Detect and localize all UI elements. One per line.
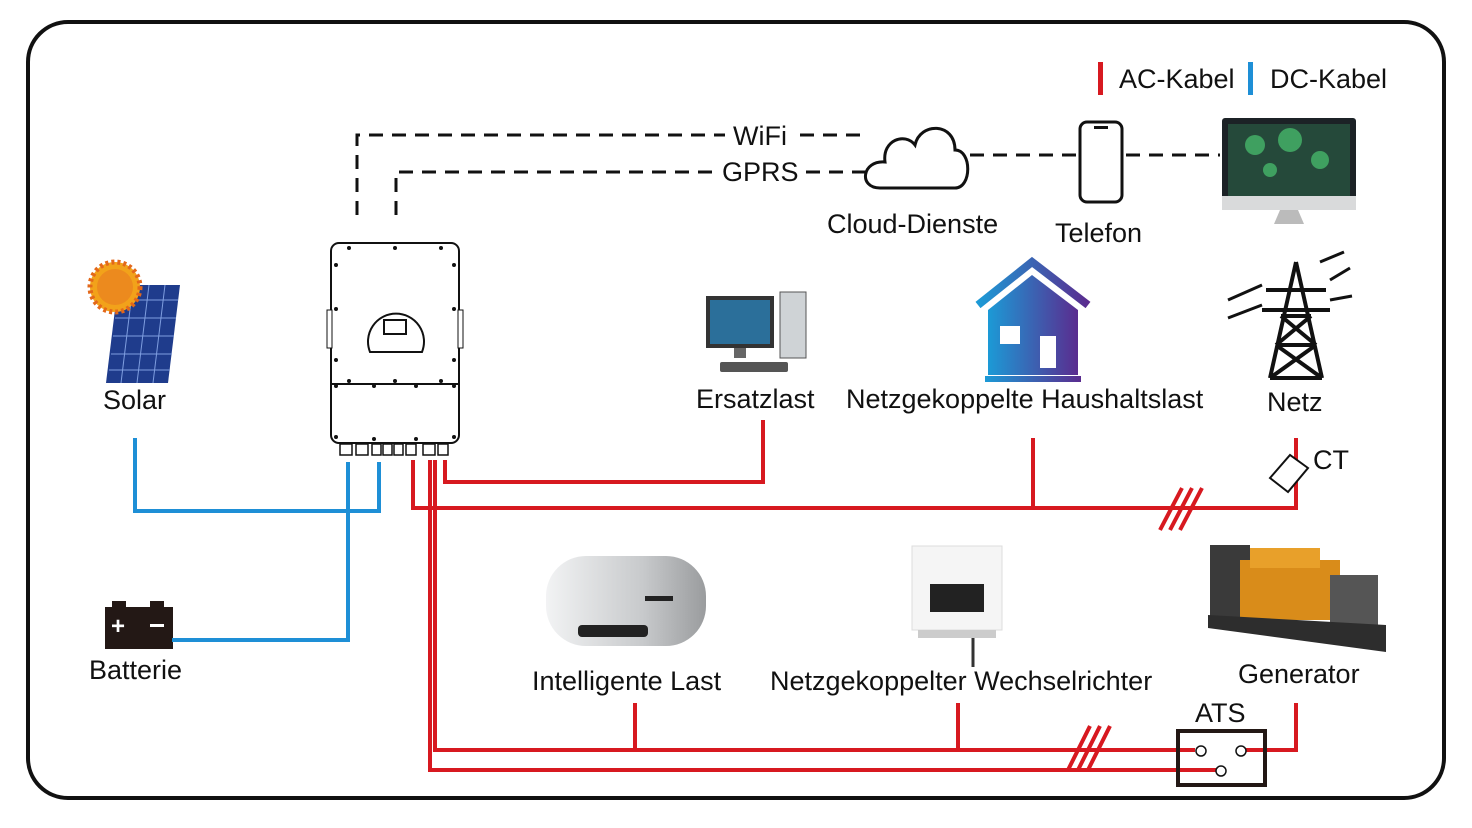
gprs-label: GPRS: [722, 157, 799, 187]
phone-label: Telefon: [1055, 218, 1142, 248]
solar-panel-icon: [87, 259, 180, 384]
ats-label: ATS: [1195, 698, 1246, 728]
ac-cables: [411, 420, 1298, 772]
cloud-icon: [863, 126, 970, 190]
wifi-label: WiFi: [733, 121, 787, 151]
ct-label: CT: [1313, 445, 1349, 475]
smart-load-label: Intelligente Last: [532, 666, 722, 696]
battery-icon: +: [105, 601, 173, 649]
cloud-label: Cloud-Dienste: [827, 209, 998, 239]
backup-load-label: Ersatzlast: [696, 384, 815, 414]
generator-icon: [1208, 545, 1386, 652]
solar-label: Solar: [103, 385, 166, 415]
monitor-icon: [1222, 118, 1356, 224]
svg-text:+: +: [111, 613, 125, 640]
ats-switch: [1176, 729, 1267, 787]
ac-legend-label: AC-Kabel: [1119, 64, 1235, 94]
generator-label: Generator: [1238, 659, 1360, 689]
home-load-label: Netzgekoppelte Haushaltslast: [846, 384, 1204, 414]
grid-inverter-label: Netzgekoppelter Wechselrichter: [770, 666, 1152, 696]
phone-icon: [1078, 120, 1124, 204]
comm-lines: [355, 133, 1220, 215]
water-heater-icon: [546, 556, 706, 646]
grid-inverter-icon: [911, 545, 1003, 667]
ct-sensor-icon: [1268, 453, 1310, 494]
grid-label: Netz: [1267, 387, 1323, 417]
dc-cables: [133, 438, 381, 642]
computer-icon: [706, 291, 807, 372]
battery-label: Batterie: [89, 655, 182, 685]
house-icon: [975, 256, 1091, 382]
legend: AC-Kabel DC-Kabel: [1098, 62, 1387, 95]
hybrid-inverter-icon: [326, 242, 464, 456]
power-tower-icon: [1227, 250, 1353, 380]
dc-legend-swatch: [1248, 62, 1253, 95]
ac-legend-swatch: [1098, 62, 1103, 95]
diagram-border: [26, 20, 1446, 800]
dc-legend-label: DC-Kabel: [1270, 64, 1387, 94]
